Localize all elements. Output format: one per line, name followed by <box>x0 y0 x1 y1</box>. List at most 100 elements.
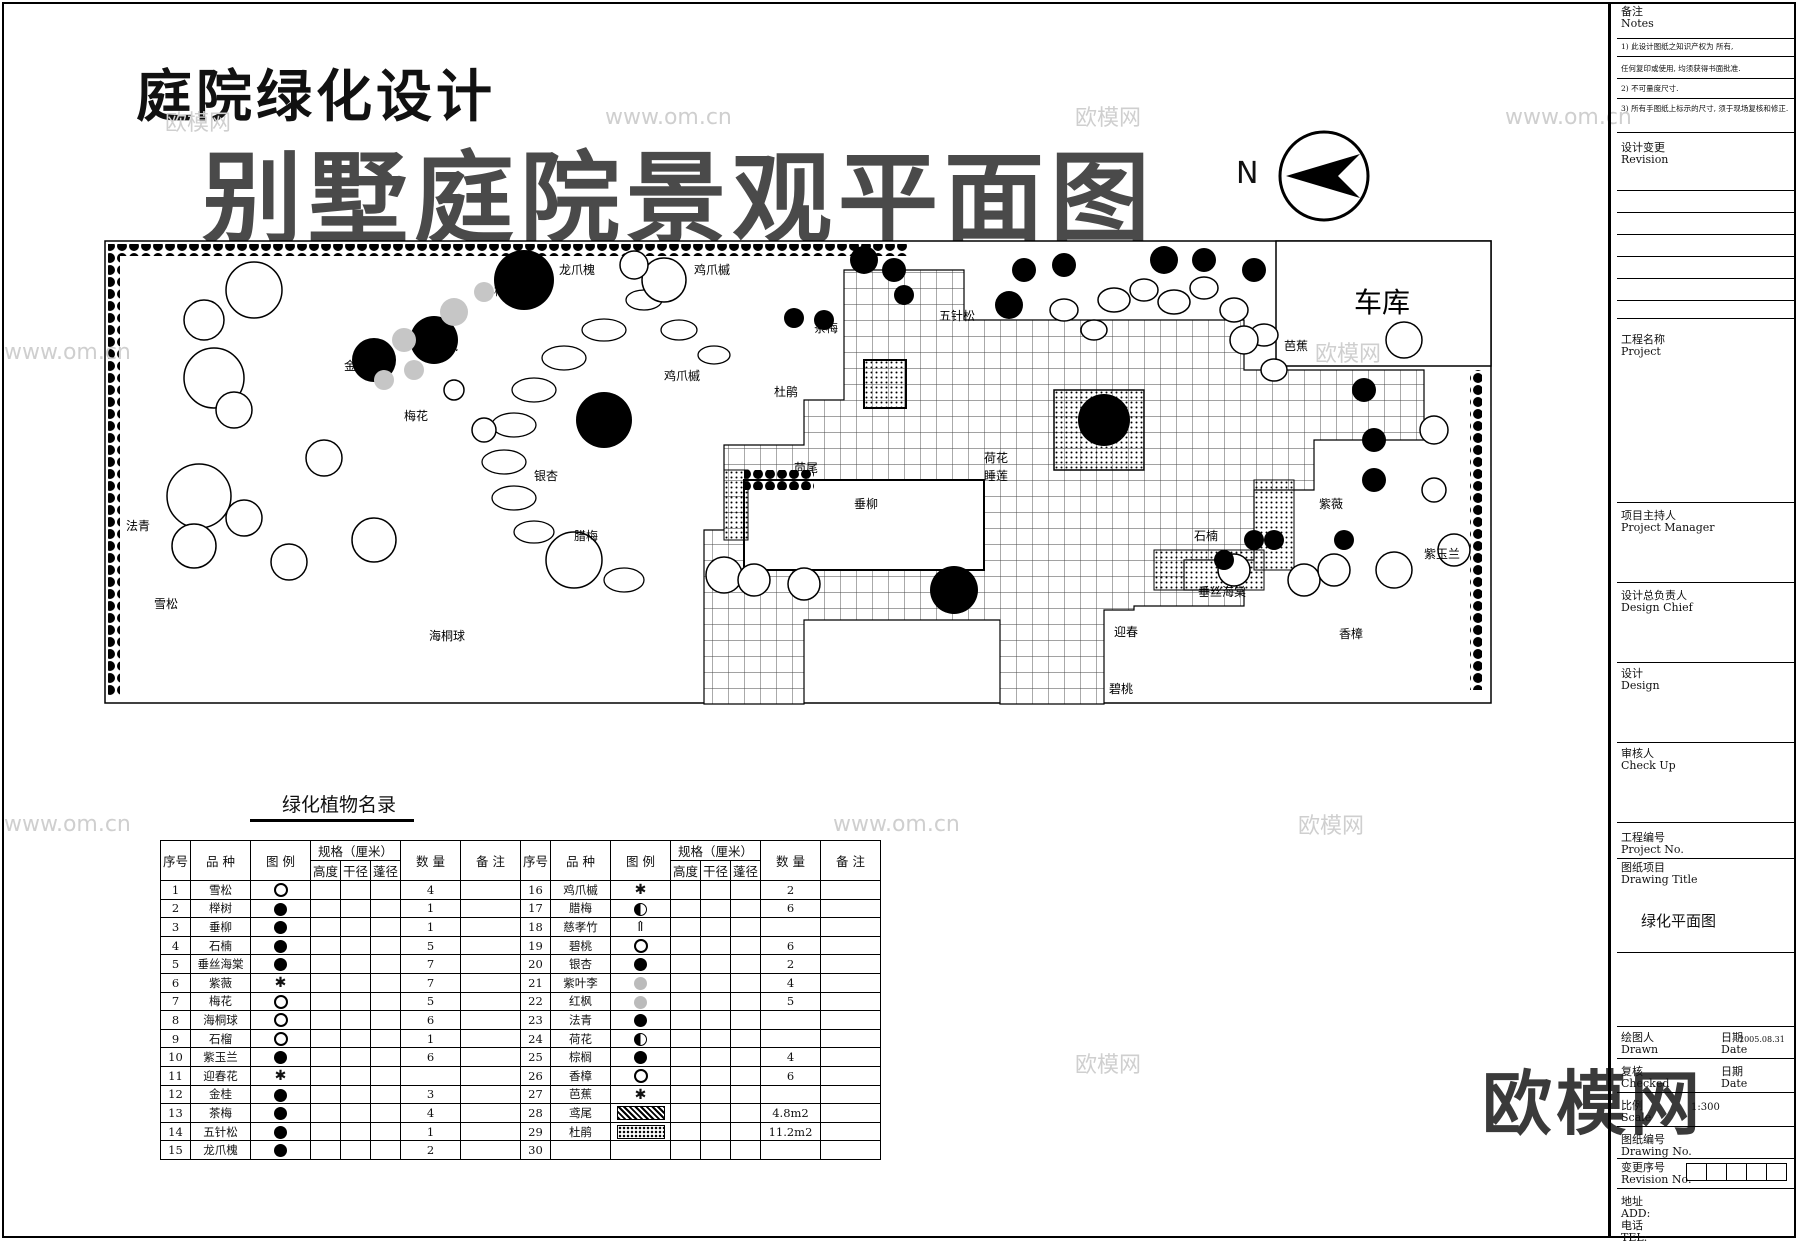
spec-crown <box>370 880 401 900</box>
spec-height <box>670 954 701 974</box>
col-height: 高度 <box>670 860 701 881</box>
plant-name: 垂丝海棠 <box>190 954 251 974</box>
plant-qty: 6 <box>400 1010 461 1030</box>
svg-text:法青: 法青 <box>126 519 150 533</box>
spec-trunk <box>340 935 371 956</box>
plant-no: 12 <box>160 1084 191 1105</box>
plant-symbol <box>250 1047 311 1067</box>
plant-symbol-icon <box>633 939 648 954</box>
plant-symbol <box>250 917 311 937</box>
svg-text:迎春: 迎春 <box>1114 625 1138 639</box>
spec-crown <box>370 1047 401 1067</box>
svg-text:苘尾: 苘尾 <box>794 461 818 475</box>
watermark: 欧模网 <box>165 111 232 136</box>
plant-no: 13 <box>160 1103 191 1123</box>
col-trunk: 干径 <box>700 860 731 881</box>
plant-qty <box>400 1065 461 1086</box>
spec-crown <box>730 1084 761 1105</box>
col-spec: 规格（厘米） <box>670 840 761 861</box>
plant-name: 迎春花 <box>190 1065 251 1086</box>
plant-symbol-icon <box>274 902 287 916</box>
plant-no: 25 <box>520 1047 551 1067</box>
svg-text:鸡爪槭: 鸡爪槭 <box>694 262 730 277</box>
plant-no: 11 <box>160 1065 191 1086</box>
plant-no: 23 <box>520 1010 551 1030</box>
plant-remark <box>820 954 881 974</box>
plant-remark <box>460 1084 521 1105</box>
plant-qty <box>760 1084 821 1105</box>
col-no: 序号 <box>160 840 191 881</box>
plant-symbol <box>250 898 311 919</box>
spec-trunk <box>340 1065 371 1086</box>
spec-crown <box>370 917 401 937</box>
spec-crown <box>370 898 401 919</box>
spec-height <box>310 1121 341 1142</box>
drawing-title-value: 绿化平面图 <box>1641 912 1717 930</box>
spec-crown <box>370 1140 401 1160</box>
drawing-subtitle: 庭院绿化设计 <box>136 65 496 130</box>
spec-crown <box>730 917 761 937</box>
plant-symbol-icon: ⇑ <box>634 919 647 936</box>
north-label: N <box>1236 156 1259 191</box>
spec-trunk <box>340 1047 371 1067</box>
spec-crown <box>730 880 761 900</box>
watermark: 欧模网 <box>1075 1053 1142 1078</box>
spec-trunk <box>340 1140 371 1160</box>
plant-no: 15 <box>160 1140 191 1160</box>
plant-symbol: ⇑ <box>610 917 671 937</box>
plant-no: 27 <box>520 1084 551 1105</box>
spec-height <box>310 1103 341 1123</box>
plant-symbol <box>250 991 311 1012</box>
plant-symbol-icon <box>634 1014 647 1028</box>
watermark: www.om.cn <box>4 340 131 365</box>
plant-no: 5 <box>160 954 191 974</box>
plant-no: 22 <box>520 991 551 1012</box>
plant-symbol-icon <box>634 995 647 1009</box>
plant-qty: 4 <box>760 1047 821 1067</box>
spec-trunk <box>700 898 731 919</box>
watermark-logo: 欧模网 <box>1482 1063 1704 1145</box>
plant-remark <box>460 1028 521 1049</box>
plant-symbol <box>610 1065 671 1086</box>
spec-trunk <box>700 1084 731 1105</box>
svg-text:紫薇: 紫薇 <box>1319 497 1343 511</box>
plant-symbol <box>250 1028 311 1049</box>
col-spec: 规格（厘米） <box>310 840 401 861</box>
spec-crown <box>370 1028 401 1049</box>
plant-symbol <box>610 972 671 993</box>
spec-crown <box>730 972 761 993</box>
plant-list-title: 绿化植物名录 <box>282 794 397 816</box>
spec-trunk <box>340 1121 371 1142</box>
spec-height <box>670 1010 701 1030</box>
spec-crown <box>730 898 761 919</box>
plant-qty: 6 <box>760 898 821 919</box>
plant-symbol: ✱ <box>250 972 311 993</box>
spec-trunk <box>340 1084 371 1105</box>
plant-remark <box>460 1103 521 1123</box>
plant-qty: 2 <box>760 880 821 900</box>
plant-name: 法青 <box>550 1010 611 1030</box>
drawing-title: 别墅庭院景观平面图 <box>202 141 1156 258</box>
plant-symbol-icon <box>274 1125 287 1139</box>
spec-trunk <box>700 880 731 900</box>
plant-remark <box>820 1065 881 1086</box>
plant-no: 29 <box>520 1121 551 1142</box>
plant-no: 2 <box>160 898 191 919</box>
spec-height <box>670 1047 701 1067</box>
spec-crown <box>370 972 401 993</box>
plant-no: 21 <box>520 972 551 993</box>
col-qty: 数 量 <box>760 840 821 881</box>
spec-crown <box>370 991 401 1012</box>
plant-symbol-icon <box>274 1107 287 1121</box>
plant-remark <box>460 954 521 974</box>
